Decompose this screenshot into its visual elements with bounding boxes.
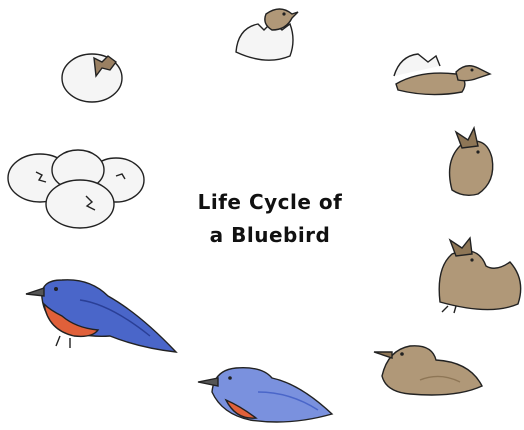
- egg: [46, 180, 114, 228]
- fledgling: [374, 346, 482, 395]
- adult-eye: [54, 287, 58, 291]
- hatchling-eye: [471, 69, 474, 72]
- eggs-cluster: [8, 150, 144, 228]
- nestling-body: [450, 141, 493, 195]
- diagram-title-line-1: Life Cycle of: [150, 190, 390, 214]
- juvenile-eye: [228, 376, 232, 380]
- juvenile-beak: [198, 378, 218, 386]
- fledgling-eye: [400, 352, 404, 356]
- diagram-title-line-2: a Bluebird: [150, 223, 390, 247]
- hatchling-body: [396, 73, 465, 94]
- fledgling-body: [382, 346, 482, 395]
- chick-head: [265, 9, 298, 30]
- egg-cracking: [62, 54, 122, 102]
- adult-feet: [56, 336, 70, 348]
- hatchling-emerging: [394, 54, 490, 95]
- fledgling-beak: [374, 352, 392, 358]
- nestling-eye: [476, 150, 479, 153]
- adult-bluebird: [26, 280, 176, 352]
- nestling-open-beak: [456, 128, 478, 148]
- adult-beak: [26, 288, 44, 296]
- juvenile-body: [212, 368, 332, 422]
- nestling-feathered-body: [439, 251, 520, 310]
- nestling-feet: [442, 306, 456, 313]
- juvenile-bluebird: [198, 368, 332, 422]
- egg-shell: [236, 22, 293, 60]
- chick-hatching: [236, 9, 298, 60]
- nestling-feathering: [439, 238, 520, 313]
- hatchling-head: [456, 66, 490, 81]
- nestling-eye: [470, 258, 473, 261]
- chick-eye: [282, 12, 285, 15]
- nestling-begging: [450, 128, 493, 195]
